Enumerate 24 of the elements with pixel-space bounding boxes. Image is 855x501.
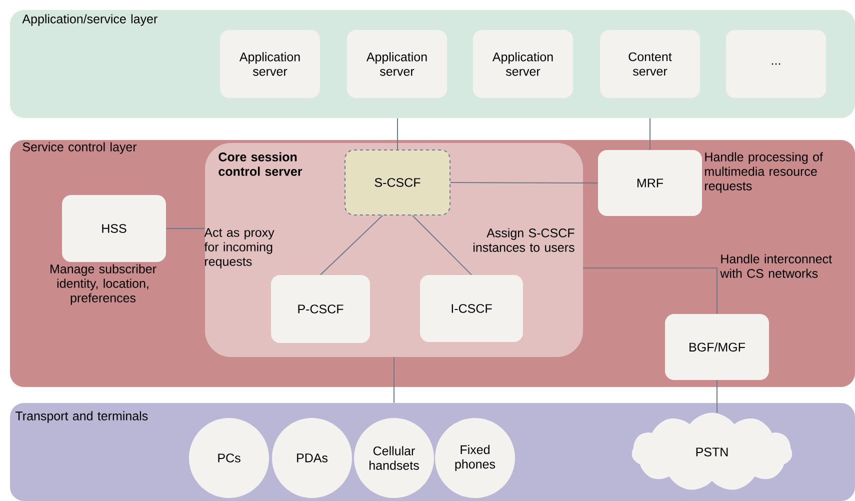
server-box: BGF/MGF (665, 314, 769, 380)
server-box: ... (726, 30, 826, 98)
connector-line (450, 182, 598, 184)
connector-line (166, 228, 206, 229)
description-text: Handle processing of multimedia resource requests (705, 152, 823, 193)
server-box: MRF (598, 150, 702, 216)
connector-line (412, 215, 472, 276)
description-text: Act as proxy for incoming requests (204, 228, 274, 268)
server-box: Application server (473, 30, 573, 98)
connector-line (716, 380, 718, 414)
server-box: Content server (600, 30, 700, 98)
server-box: P-CSCF (271, 275, 370, 343)
server-box: S-CSCF (344, 150, 450, 216)
description-text: Manage subscriber identity, location, preferences (50, 264, 156, 305)
network-cloud: PSTN (632, 412, 792, 490)
description-text: Handle interconnect with CS networks (720, 254, 832, 278)
connector-line (582, 268, 718, 314)
connector-line (397, 118, 398, 150)
server-box: I-CSCF (420, 275, 523, 342)
connector-line (320, 215, 383, 276)
server-box: HSS (62, 195, 166, 262)
description-text: Assign S-CSCF instances to users (474, 228, 574, 252)
server-box: Application server (220, 30, 320, 98)
server-box: Application server (347, 30, 447, 98)
